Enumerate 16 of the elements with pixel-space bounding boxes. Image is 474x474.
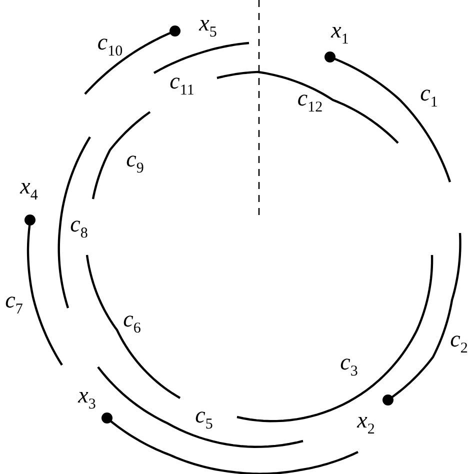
math-label: c$_{8}$ (70, 212, 88, 242)
math-label: c$_{11}$ (170, 70, 194, 98)
math-label: x$_{4}$ (20, 174, 38, 204)
math-label: c$_{9}$ (126, 148, 144, 176)
math-label: c$_{7}$ (5, 288, 23, 318)
math-label: c$_{2}$ (450, 328, 468, 356)
math-label: x$_{3}$ (78, 384, 96, 412)
math-label: c$_{6}$ (123, 308, 141, 336)
math-label: c$_{12}$ (297, 86, 323, 116)
math-label: c$_{3}$ (340, 350, 358, 380)
math-label: x$_{2}$ (357, 408, 375, 438)
math-label: x$_{5}$ (199, 12, 217, 40)
math-label: c$_{10}$ (97, 30, 123, 60)
math-label: c$_{1}$ (420, 82, 438, 110)
math-label: c$_{5}$ (195, 404, 213, 432)
math-label: x$_{1}$ (331, 18, 349, 48)
